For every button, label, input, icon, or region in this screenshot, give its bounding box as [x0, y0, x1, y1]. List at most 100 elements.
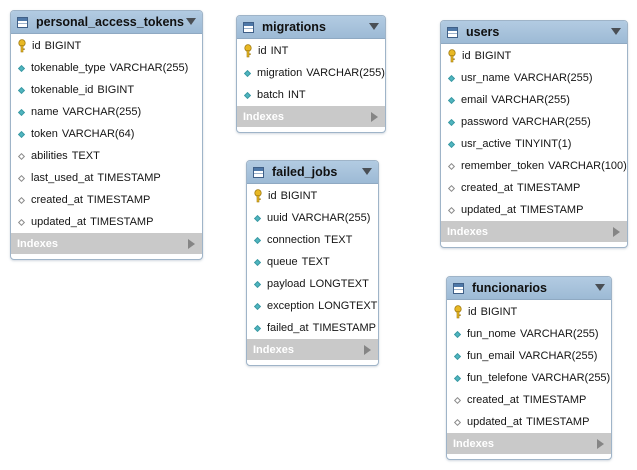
- indexes-bar[interactable]: Indexes: [11, 233, 202, 254]
- column-type: VARCHAR(255): [291, 212, 371, 224]
- indexes-label: Indexes: [17, 237, 58, 250]
- table-icon: [243, 21, 254, 33]
- filled-diamond-icon: [253, 280, 262, 288]
- column-name: updated_at: [467, 416, 523, 428]
- column-name: exception: [267, 300, 315, 312]
- column-type: INT: [287, 89, 306, 101]
- column-type: VARCHAR(255): [518, 350, 598, 362]
- column-type: TIMESTAMP: [90, 216, 154, 228]
- column-type: BIGINT: [280, 190, 318, 202]
- table-header[interactable]: funcionarios: [447, 277, 611, 300]
- table-header[interactable]: migrations: [237, 16, 385, 39]
- column-type: TIMESTAMP: [516, 182, 581, 194]
- column-name: last_used_at: [31, 172, 94, 184]
- table-header[interactable]: personal_access_tokens: [11, 11, 202, 34]
- indexes-bar[interactable]: Indexes: [237, 106, 385, 127]
- column-type: VARCHAR(255): [531, 372, 611, 384]
- table-icon: [17, 16, 28, 28]
- column-type: BIGINT: [474, 50, 512, 62]
- empty-diamond-icon: [453, 418, 462, 426]
- filled-diamond-icon: [17, 108, 26, 116]
- column-name: payload: [267, 278, 306, 290]
- column-name: token: [31, 128, 58, 140]
- column-name: batch: [257, 89, 284, 101]
- column-name: abilities: [31, 150, 68, 162]
- filled-diamond-icon: [253, 214, 262, 222]
- collapse-arrow-icon[interactable]: [186, 18, 196, 25]
- expand-arrow-icon[interactable]: [371, 112, 378, 122]
- expand-arrow-icon[interactable]: [188, 239, 195, 249]
- table-title: users: [466, 25, 500, 39]
- indexes-bar[interactable]: Indexes: [441, 221, 627, 242]
- collapse-arrow-icon[interactable]: [595, 284, 605, 291]
- expand-arrow-icon[interactable]: [597, 439, 604, 449]
- empty-diamond-icon: [447, 162, 456, 170]
- indexes-bar[interactable]: Indexes: [247, 339, 378, 360]
- collapse-arrow-icon[interactable]: [369, 23, 379, 30]
- key-icon: [244, 44, 252, 58]
- table-title: funcionarios: [472, 281, 548, 295]
- indexes-bar[interactable]: Indexes: [447, 433, 611, 454]
- indexes-label: Indexes: [447, 225, 488, 238]
- column-name: failed_at: [267, 322, 309, 334]
- expand-arrow-icon[interactable]: [613, 227, 620, 237]
- column-name: queue: [267, 256, 298, 268]
- column-type: TIMESTAMP: [522, 394, 587, 406]
- column-name: connection: [267, 234, 321, 246]
- table-header[interactable]: failed_jobs: [247, 161, 378, 184]
- empty-diamond-icon: [453, 396, 462, 404]
- collapse-arrow-icon[interactable]: [362, 168, 372, 175]
- column-type: VARCHAR(255): [512, 116, 591, 128]
- column-type: LONGTEXT: [318, 300, 378, 312]
- empty-diamond-icon: [447, 184, 456, 192]
- table-header[interactable]: users: [441, 21, 627, 44]
- column-name: fun_email: [467, 350, 515, 362]
- collapse-arrow-icon[interactable]: [611, 28, 621, 35]
- column-name: usr_active: [461, 138, 512, 150]
- column-type: TINYINT(1): [515, 138, 572, 150]
- indexes-label: Indexes: [243, 110, 284, 123]
- column-type: TIMESTAMP: [97, 172, 161, 184]
- expand-arrow-icon[interactable]: [364, 345, 371, 355]
